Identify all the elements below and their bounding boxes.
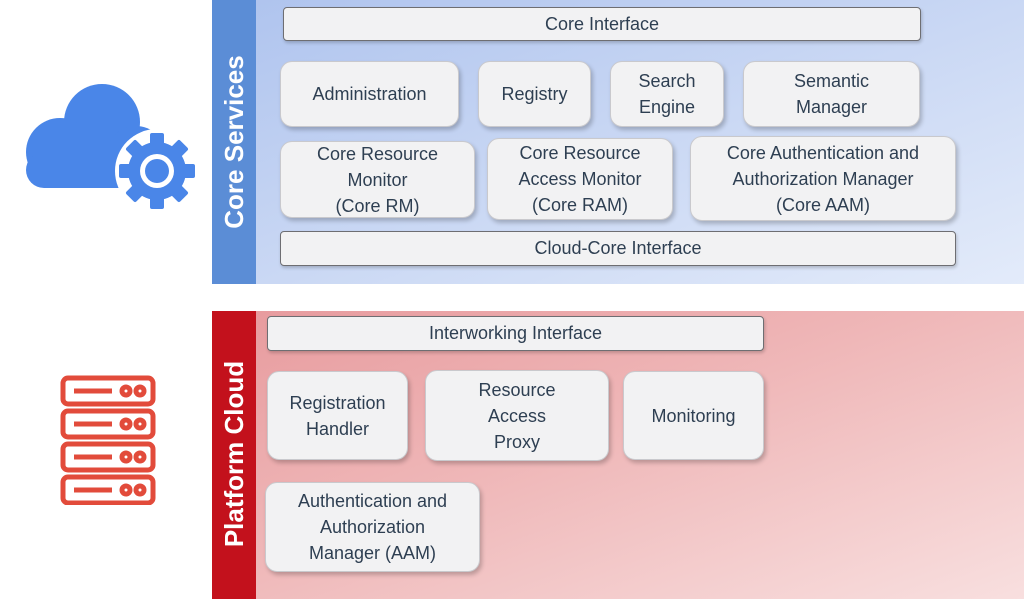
monitoring-box: Monitoring <box>623 371 764 460</box>
core-services-label-bar <box>212 0 256 284</box>
registry-box: Registry <box>478 61 591 127</box>
registration-handler-box: Registration Handler <box>267 371 408 460</box>
platform-cloud-label: Platform Cloud <box>218 360 249 548</box>
cloud-core-interface-bar: Cloud-Core Interface <box>280 231 956 266</box>
platform-cloud-label-bar <box>212 311 256 599</box>
administration-box: Administration <box>280 61 459 127</box>
resource-access-proxy-box: Resource Access Proxy <box>425 370 609 461</box>
aam-box: Authentication and Authorization Manager… <box>265 482 480 572</box>
interworking-interface-bar: Interworking Interface <box>267 316 764 351</box>
core-ram-box: Core Resource Access Monitor (Core RAM) <box>487 138 673 220</box>
core-interface-bar: Core Interface <box>283 7 921 41</box>
core-services-label: Core Services <box>218 55 249 229</box>
cloud-gear-icon <box>26 84 199 213</box>
search-engine-box: Search Engine <box>610 61 724 127</box>
server-rack-icon <box>60 375 156 505</box>
core-aam-box: Core Authentication and Authorization Ma… <box>690 136 956 221</box>
semantic-manager-box: Semantic Manager <box>743 61 920 127</box>
core-rm-box: Core Resource Monitor (Core RM) <box>280 141 475 218</box>
